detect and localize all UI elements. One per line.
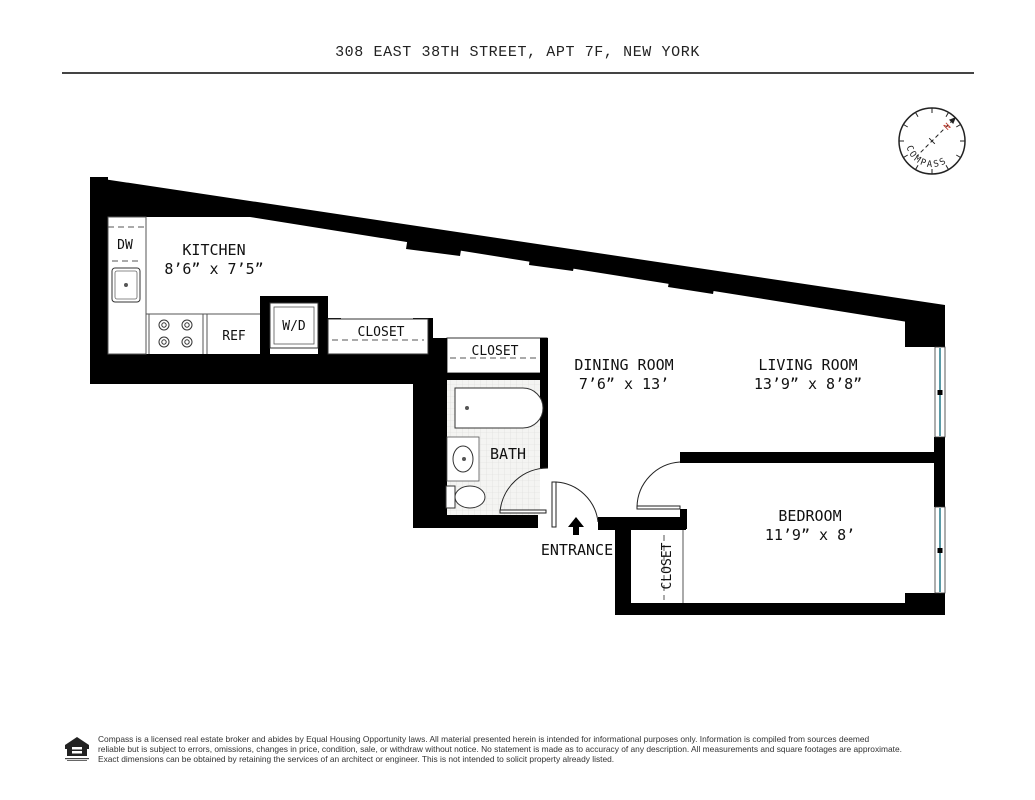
kitchen-sink-icon — [111, 267, 141, 303]
living-room-label: LIVING ROOM — [758, 356, 857, 374]
bath-label: BATH — [490, 445, 526, 463]
equal-housing-opportunity-icon — [65, 737, 89, 761]
kitchen-closet — [327, 318, 429, 355]
disclaimer-footer: Compass is a licensed real estate broker… — [64, 734, 974, 764]
bathroom-sink-icon — [446, 436, 480, 482]
dining-room-label: DINING ROOM — [574, 356, 673, 374]
kitchen-counters — [107, 216, 260, 355]
washer-dryer-icon — [260, 296, 328, 354]
kitchen-closet-label: CLOSET — [358, 325, 405, 340]
living-room-dimensions: 13’9” x 8’8” — [754, 375, 862, 393]
compass-icon: N COMPASS — [898, 107, 966, 177]
entrance-door-swing — [551, 481, 599, 528]
kitchen-dimensions: 8’6” x 7’5” — [164, 260, 263, 278]
refrigerator-label: REF — [222, 329, 246, 344]
bedroom-door-swing — [636, 461, 681, 510]
bathroom — [445, 373, 544, 515]
entrance-arrow-icon — [568, 517, 584, 535]
dishwasher-label: DW — [117, 238, 133, 253]
hall-closet — [430, 337, 548, 468]
listing-address-title: 308 EAST 38TH STREET, APT 7F, NEW YORK — [335, 44, 700, 61]
washer-dryer-label: W/D — [282, 319, 306, 334]
title-divider — [62, 72, 974, 74]
windows — [934, 346, 946, 594]
disclaimer-text: Compass is a licensed real estate broker… — [98, 734, 902, 764]
bedroom-closet — [663, 530, 684, 603]
bedroom-dimensions: 11’9” x 8’ — [765, 526, 855, 544]
dining-room-dimensions: 7’6” x 13’ — [579, 375, 669, 393]
disclaimer-line: Exact dimensions can be obtained by reta… — [98, 754, 615, 764]
bathtub-icon — [454, 387, 544, 429]
entrance-label: ENTRANCE — [541, 541, 613, 559]
bedroom-label: BEDROOM — [778, 507, 841, 525]
bath-door-swing — [499, 467, 549, 514]
kitchen-label: KITCHEN — [182, 241, 245, 259]
bedroom-closet-label: CLOSET — [660, 542, 675, 589]
disclaimer-line: reliable but is subject to errors, omiss… — [98, 744, 902, 754]
compass-north-label: N — [941, 120, 952, 131]
hall-closet-label: CLOSET — [472, 344, 519, 359]
stove-icon — [158, 319, 193, 348]
exterior-walls — [90, 177, 945, 615]
disclaimer-line: Compass is a licensed real estate broker… — [98, 734, 870, 744]
toilet-icon — [445, 485, 486, 509]
